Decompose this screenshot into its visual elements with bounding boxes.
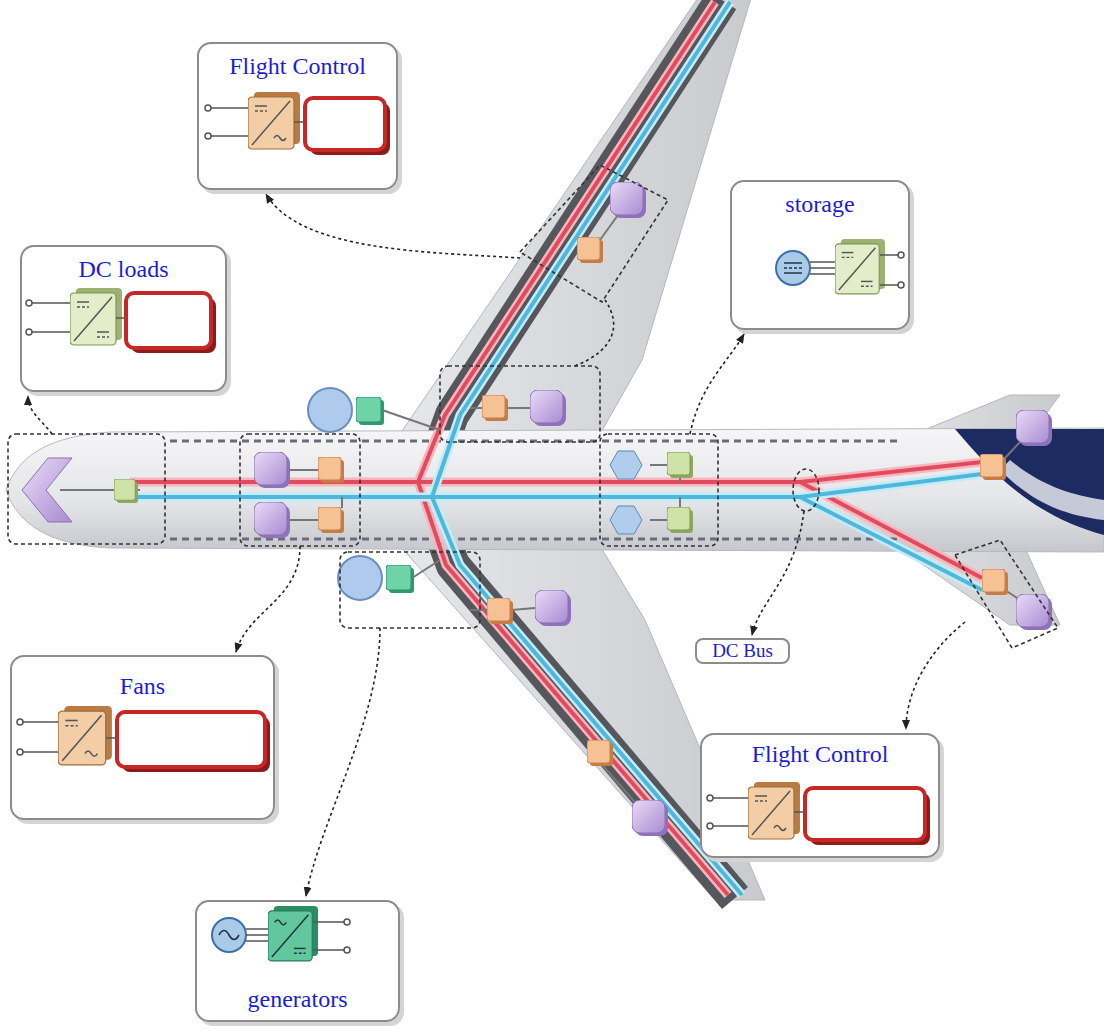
- dashed-region: [340, 552, 480, 628]
- load-box: [254, 502, 290, 538]
- converter-box: [667, 507, 693, 533]
- battery-marks: [784, 263, 802, 273]
- converter-box: [982, 569, 1008, 595]
- window-row: [170, 440, 900, 443]
- dc-ac-converter: [248, 92, 300, 149]
- callout-title: DC loads: [79, 256, 169, 284]
- load-block: [305, 98, 385, 150]
- load-block: [126, 293, 211, 348]
- dashed-region: [440, 366, 600, 442]
- tail-livery: [1000, 460, 1104, 520]
- callout-title: Flight Control: [752, 741, 889, 769]
- converter-box: [318, 507, 344, 533]
- callout-box: Flight Control: [197, 42, 398, 190]
- leader-arrow: [236, 546, 300, 652]
- callout-ground: [197, 42, 398, 190]
- leader-arrow: [906, 622, 965, 729]
- callout-box: storage: [730, 180, 910, 330]
- dc-dc-converter: [70, 288, 122, 345]
- converter-box: [980, 454, 1006, 480]
- terminal-pair: [17, 719, 58, 755]
- terminal-pair: [880, 252, 904, 288]
- converter-box: [386, 565, 414, 593]
- terminal-pair: [26, 300, 70, 335]
- terminal-pair: [205, 105, 248, 139]
- callout-ground: [195, 900, 400, 1022]
- converter-box: [114, 479, 138, 503]
- converter-box: [667, 452, 693, 478]
- bus-tag: DC Bus: [695, 638, 790, 664]
- dc-dc-converter: [835, 239, 885, 294]
- leader-arrow: [752, 511, 804, 635]
- callout-box: Flight Control: [700, 733, 940, 858]
- callout-ground: [730, 180, 910, 330]
- battery-hexagon: [610, 451, 642, 479]
- leader-arrow: [28, 396, 52, 434]
- load-box: [535, 590, 571, 626]
- callout-title: Flight Control: [229, 53, 366, 81]
- leader-arrow: [266, 194, 520, 258]
- engine-generator: [308, 388, 352, 432]
- callout-ground: [695, 638, 790, 664]
- fuselage: [6, 428, 1104, 552]
- leader-arrow: [306, 628, 380, 896]
- generator-symbol: [212, 918, 246, 952]
- dashed-region: [793, 469, 819, 511]
- battery-hexagon: [610, 506, 642, 534]
- load-box: [254, 452, 290, 488]
- dashed-region: [955, 540, 1058, 648]
- sine-mark: [219, 931, 239, 940]
- dc-ac-converter: [58, 706, 112, 765]
- load-box: [632, 800, 668, 836]
- load-box: [530, 390, 566, 426]
- callout-box: Fans: [10, 655, 275, 820]
- dashed-regions: [8, 165, 1058, 648]
- callout-ground: [10, 655, 275, 820]
- dc-ac-converter: [748, 782, 800, 839]
- dashed-region: [240, 434, 360, 546]
- cockpit-load: [22, 458, 72, 522]
- converter-box: [577, 237, 603, 263]
- leader-line: [575, 300, 614, 366]
- terminal-pair: [313, 919, 350, 953]
- converter-box: [318, 457, 344, 483]
- converter-box: [587, 740, 613, 766]
- load-box: [1016, 410, 1052, 446]
- callout-title: DC Bus: [712, 640, 773, 662]
- three-phase-wires: [810, 262, 835, 274]
- callout-icons: [17, 92, 930, 961]
- load-block: [117, 712, 265, 767]
- engine-generator: [338, 556, 382, 600]
- callout-ground: [700, 733, 940, 858]
- converter-box: [356, 397, 384, 425]
- callout-title: generators: [248, 986, 348, 1014]
- dashed-region: [8, 434, 165, 544]
- callout-box: DC loads: [20, 245, 227, 392]
- converter-box: [482, 395, 508, 421]
- converter-box: [487, 598, 513, 624]
- dashed-region: [520, 165, 668, 302]
- callout-title: Fans: [120, 673, 165, 701]
- three-phase-wires: [246, 929, 268, 941]
- battery-symbol: [776, 251, 810, 285]
- load-block: [805, 788, 925, 840]
- terminal-pair: [707, 795, 748, 829]
- ac-dc-converter: [268, 906, 318, 961]
- callout-grounds: [10, 42, 944, 1026]
- callout-ground: [20, 245, 227, 392]
- callout-box: generators: [195, 900, 400, 1022]
- load-box: [610, 182, 646, 218]
- dashed-region: [600, 434, 718, 546]
- callout-title: storage: [785, 191, 854, 219]
- leader-arrow: [690, 334, 744, 434]
